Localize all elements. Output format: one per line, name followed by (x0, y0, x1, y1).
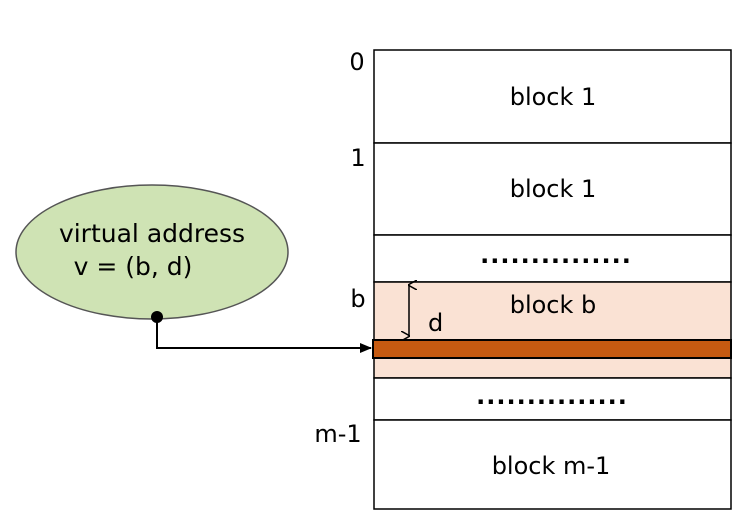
row-label-b: b (350, 285, 365, 313)
connector-arrow (156, 317, 372, 353)
offset-label: d (428, 309, 443, 337)
block-row-0 (373, 49, 732, 144)
block-row-m-1 (373, 419, 732, 510)
block-label-b: block b (510, 291, 597, 319)
row-label-1: 1 (350, 144, 365, 172)
block-label-1: block 1 (510, 175, 597, 203)
row-label-0: 0 (349, 48, 364, 76)
block-label-m-1: block m-1 (492, 452, 611, 480)
row-label-m-1: m-1 (314, 420, 361, 448)
ellipsis-upper: ............... (480, 241, 632, 269)
oval-line-1: virtual address (59, 219, 245, 248)
target-entry (372, 339, 732, 359)
block-label-0: block 1 (510, 83, 597, 111)
block-row-1 (373, 142, 732, 236)
ellipsis-lower: ............... (476, 382, 628, 410)
oval-line-2: v = (b, d) (74, 252, 193, 281)
